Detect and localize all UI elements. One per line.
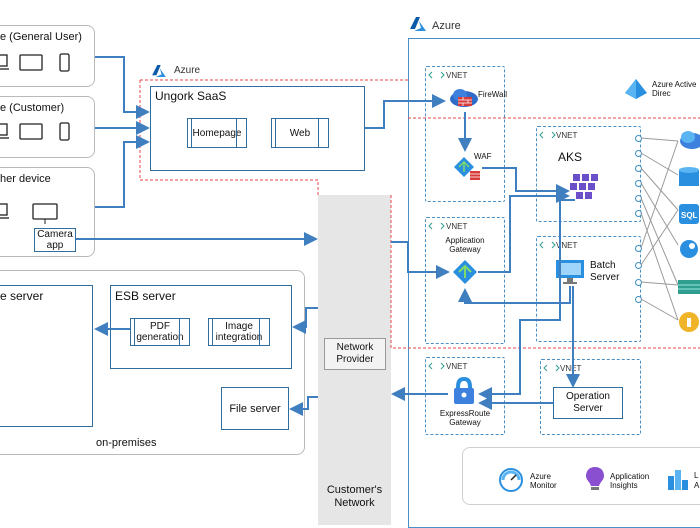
vnet-label: VNET (556, 241, 578, 250)
general-user-label: e (General User) (0, 31, 82, 43)
azure-monitor-label: Azure Monitor (530, 472, 557, 490)
network-provider-box: Network Provider (324, 338, 386, 370)
vnet-label: VNET (556, 131, 578, 140)
vnet-icon (543, 364, 560, 372)
firewall-label: FireWall (478, 90, 508, 99)
other-device-label: her device (0, 173, 51, 185)
vnet-icon (428, 222, 445, 230)
phone-icon (59, 122, 70, 141)
app-insights-icon (585, 466, 605, 492)
azure-logo-icon (410, 17, 426, 31)
azure-monitor-icon (499, 468, 523, 492)
vnet-icon (539, 131, 556, 139)
storage-cloud-icon (680, 131, 700, 149)
connector-dot (635, 262, 642, 269)
vnet-expressroute (425, 357, 505, 435)
database-icon (679, 167, 699, 186)
operation-server-box: Operation Server (553, 387, 623, 419)
vnet-label: VNET (446, 71, 468, 80)
onprem-left-server-box (0, 285, 93, 427)
firewall-icon (448, 87, 480, 109)
laptop-icon (0, 54, 9, 70)
vnet-label: VNET (446, 362, 468, 371)
customer-label: e (Customer) (0, 102, 65, 114)
phone-icon (59, 53, 70, 72)
sql-icon: SQL (679, 204, 699, 224)
connector-dot (635, 245, 642, 252)
waf-icon (452, 155, 482, 183)
laptop-icon (0, 123, 9, 139)
svg-text:SQL: SQL (681, 211, 698, 220)
azure-ad-icon (625, 79, 647, 99)
vnet-aks (536, 126, 641, 222)
key-vault-icon (679, 312, 699, 332)
vnet-label: VNET (446, 222, 468, 231)
homepage-box: Homepage (187, 118, 247, 148)
customer-panel (0, 96, 95, 158)
batch-server-label: Batch Server (590, 260, 620, 283)
general-user-panel (0, 25, 95, 87)
saas-box (150, 86, 365, 171)
log-analytics-label-1: L (694, 471, 699, 480)
vnet-operation (540, 359, 641, 435)
azure-label: Azure (432, 20, 461, 32)
vnet-batch (536, 236, 641, 342)
log-analytics-icon (667, 466, 689, 492)
cosmos-icon (680, 240, 698, 258)
vnet-firewall (425, 66, 505, 202)
vnet-app-gateway (425, 217, 505, 344)
esb-server-label: ESB server (115, 289, 176, 303)
aks-label: AKS (558, 150, 583, 164)
saas-azure-icon (152, 64, 166, 77)
monitor-icon (19, 123, 43, 140)
laptop-icon (0, 203, 9, 219)
file-server-box: File server (221, 387, 289, 430)
saas-title: Ungork SaaS (155, 89, 227, 103)
customers-network-label: Customer's Network (326, 484, 383, 509)
monitor-icon (32, 203, 58, 224)
expressroute-label: ExpressRoute Gateway (439, 409, 491, 427)
vnet-icon (428, 71, 445, 79)
expressroute-icon (452, 376, 476, 406)
camera-app-box: Camera app (34, 228, 76, 252)
vnet-label: VNET (560, 364, 582, 373)
monitor-icon (19, 54, 43, 71)
vnet-icon (539, 241, 556, 249)
aks-icon (570, 172, 602, 200)
app-gateway-icon (452, 259, 478, 285)
pdf-generation-box: PDF generation (130, 318, 190, 346)
waf-label: WAF (474, 152, 492, 161)
onprem-label: on-premises (96, 437, 157, 449)
web-box: Web (271, 118, 329, 148)
app-insights-label: Application Insights (610, 472, 650, 490)
service-bus-icon (678, 280, 700, 294)
azure-ad-label: Azure Active Direc (652, 80, 697, 98)
app-gateway-label: Application Gateway (445, 236, 485, 254)
vnet-icon (428, 362, 445, 370)
onprem-left-server-label: e server (0, 289, 44, 303)
image-integration-box: Image integration (208, 318, 270, 346)
saas-azure-label: Azure (174, 65, 201, 76)
batch-server-icon (556, 259, 586, 285)
log-analytics-label-2: A (694, 481, 700, 490)
